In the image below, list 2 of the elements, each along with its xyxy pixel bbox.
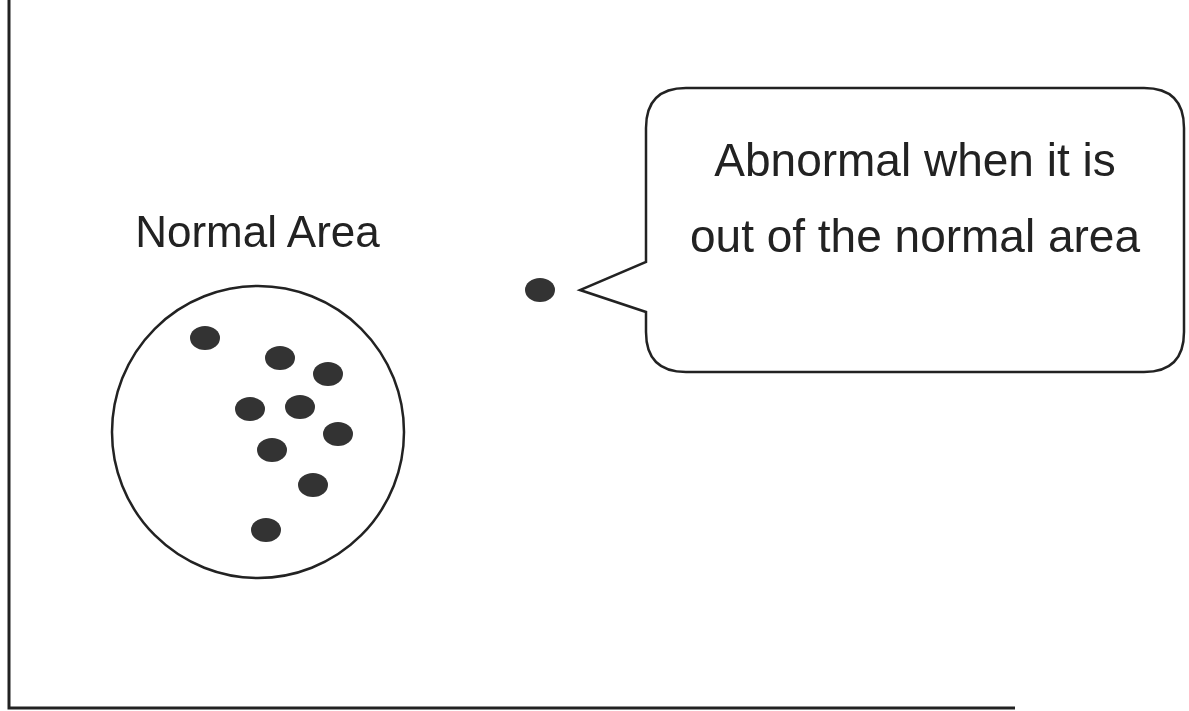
area-label: Normal Area [134,206,381,258]
callout-text: Abnormal when it is out of the normal area [688,133,1142,264]
